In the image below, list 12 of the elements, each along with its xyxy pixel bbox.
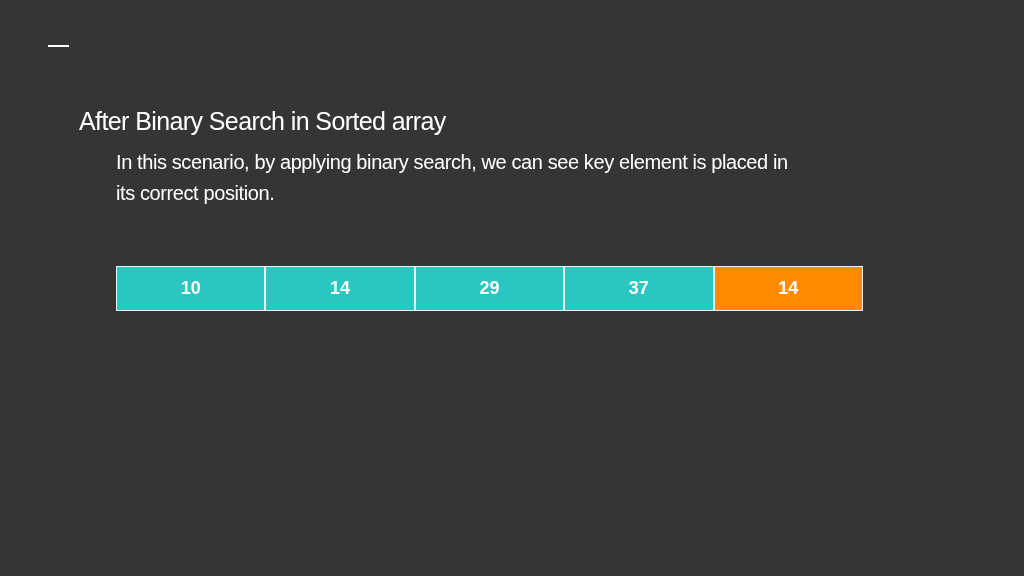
cell-value: 14 [778, 278, 799, 299]
cell-value: 37 [628, 278, 649, 299]
cell-value: 29 [479, 278, 500, 299]
highlighted-array-cell [713, 266, 863, 311]
array-cell [265, 266, 415, 311]
cell-value: 14 [330, 278, 351, 299]
array-cell [414, 266, 565, 311]
array-cell [564, 266, 714, 311]
cell-value: 10 [180, 278, 201, 299]
description-text: In this scenario, by applying binary search, we can see key element is placed in its correct position. [116, 150, 789, 206]
slide-title: After Binary Search in Sorted array [79, 106, 446, 137]
array-cell [116, 266, 266, 311]
